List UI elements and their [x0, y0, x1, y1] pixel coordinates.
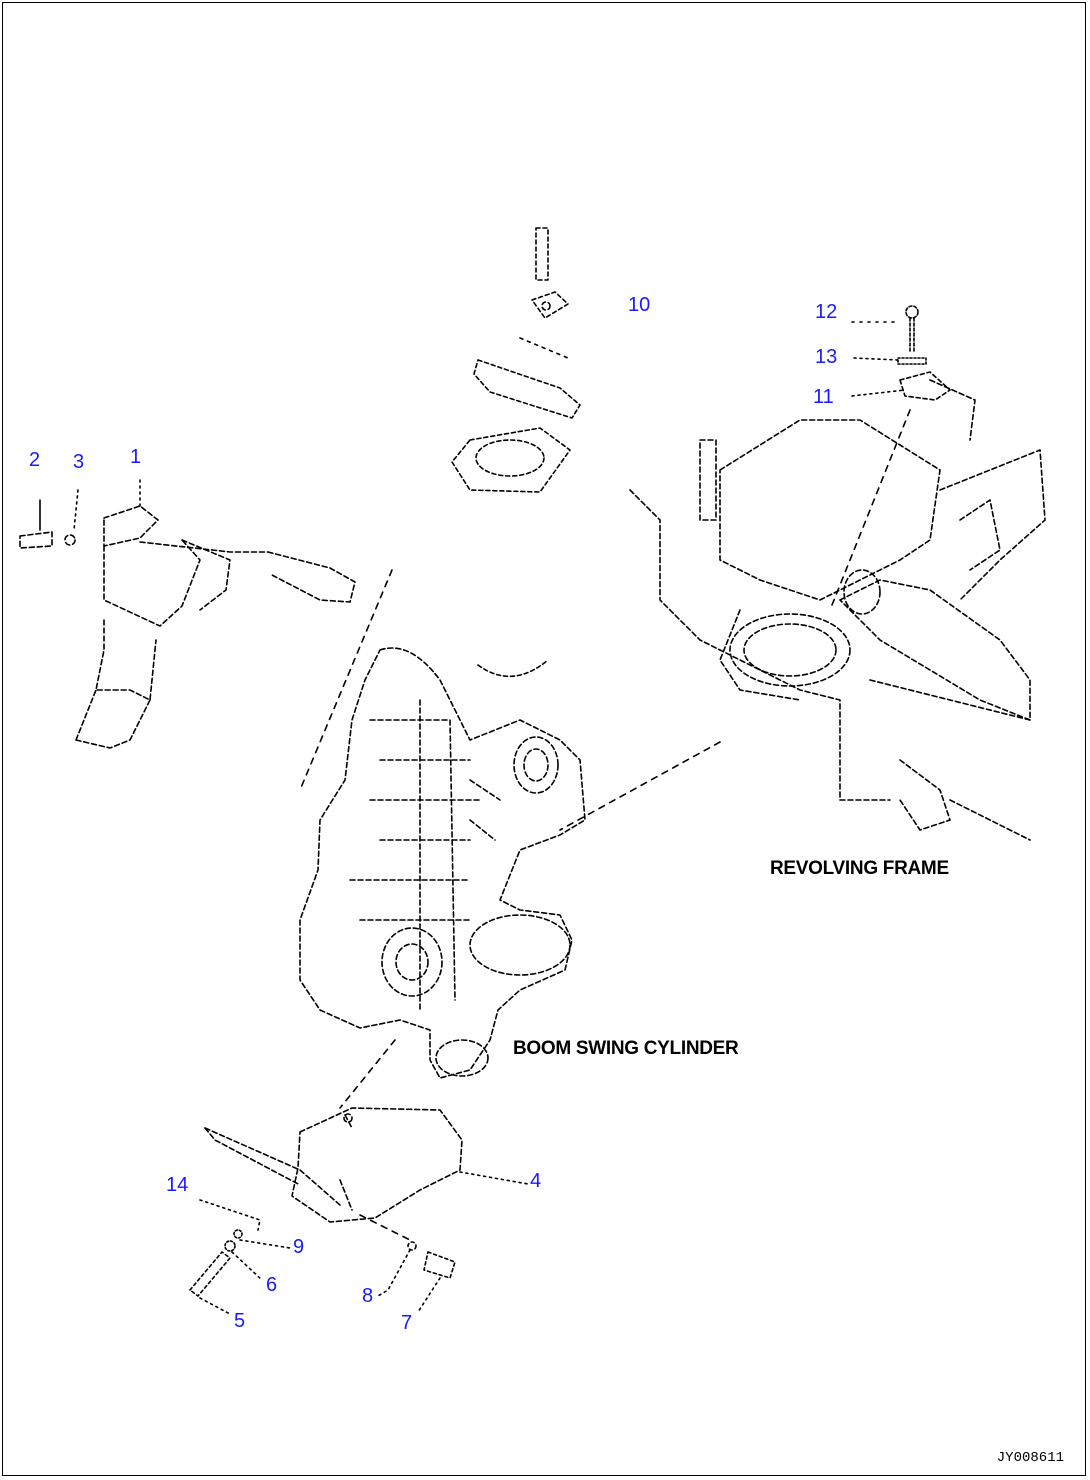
callout-14: 14 [166, 1174, 189, 1196]
callout-1: 1 [130, 446, 142, 468]
leader-11 [851, 389, 906, 397]
callout-7: 7 [401, 1312, 413, 1334]
part-11-clamp [899, 371, 951, 401]
axis-line-right [559, 741, 721, 831]
callout-5: 5 [234, 1310, 246, 1332]
part-6-washer [224, 1240, 236, 1252]
leader-7 [417, 1277, 441, 1313]
leader-3 [73, 489, 79, 531]
axis-line-plate [359, 1214, 411, 1241]
callout-9: 9 [293, 1236, 305, 1258]
callout-4: 4 [530, 1170, 542, 1192]
revolving-frame-axis [829, 409, 911, 611]
part-7-bolt [407, 1241, 456, 1279]
part-10-assembly [451, 227, 581, 678]
revolving-frame-drawing [629, 379, 1046, 841]
part-13-washer [897, 357, 927, 365]
leader-13 [853, 357, 899, 361]
callout-12: 12 [815, 301, 838, 323]
callout-8: 8 [362, 1285, 374, 1307]
part-4-plate [204, 1107, 463, 1223]
callout-6: 6 [266, 1274, 278, 1296]
callout-2: 2 [29, 449, 41, 471]
callout-11: 11 [813, 386, 834, 408]
axis-line-bottom [339, 1039, 396, 1109]
drawing-code: JY008611 [996, 1450, 1064, 1466]
leader-9 [239, 1239, 291, 1249]
leader-8 [377, 1249, 411, 1297]
leader-4 [459, 1171, 529, 1185]
callout-3: 3 [73, 451, 85, 473]
callout-10: 10 [628, 294, 651, 316]
boom-swing-bracket [299, 647, 586, 1079]
part-1-bracket [19, 505, 356, 749]
leader-10 [519, 337, 569, 359]
part-12-bolt [905, 305, 919, 353]
callout-13: 13 [815, 346, 838, 368]
label-revolving-frame: REVOLVING FRAME [770, 858, 949, 879]
part-5-bolt [189, 1251, 231, 1297]
leader-6 [231, 1251, 263, 1281]
label-boom-swing-cylinder: BOOM SWING CYLINDER [513, 1038, 739, 1059]
leader-14 [199, 1199, 261, 1231]
axis-line-left [299, 569, 393, 791]
leader-5 [199, 1297, 231, 1315]
part-9-nut [233, 1229, 243, 1239]
